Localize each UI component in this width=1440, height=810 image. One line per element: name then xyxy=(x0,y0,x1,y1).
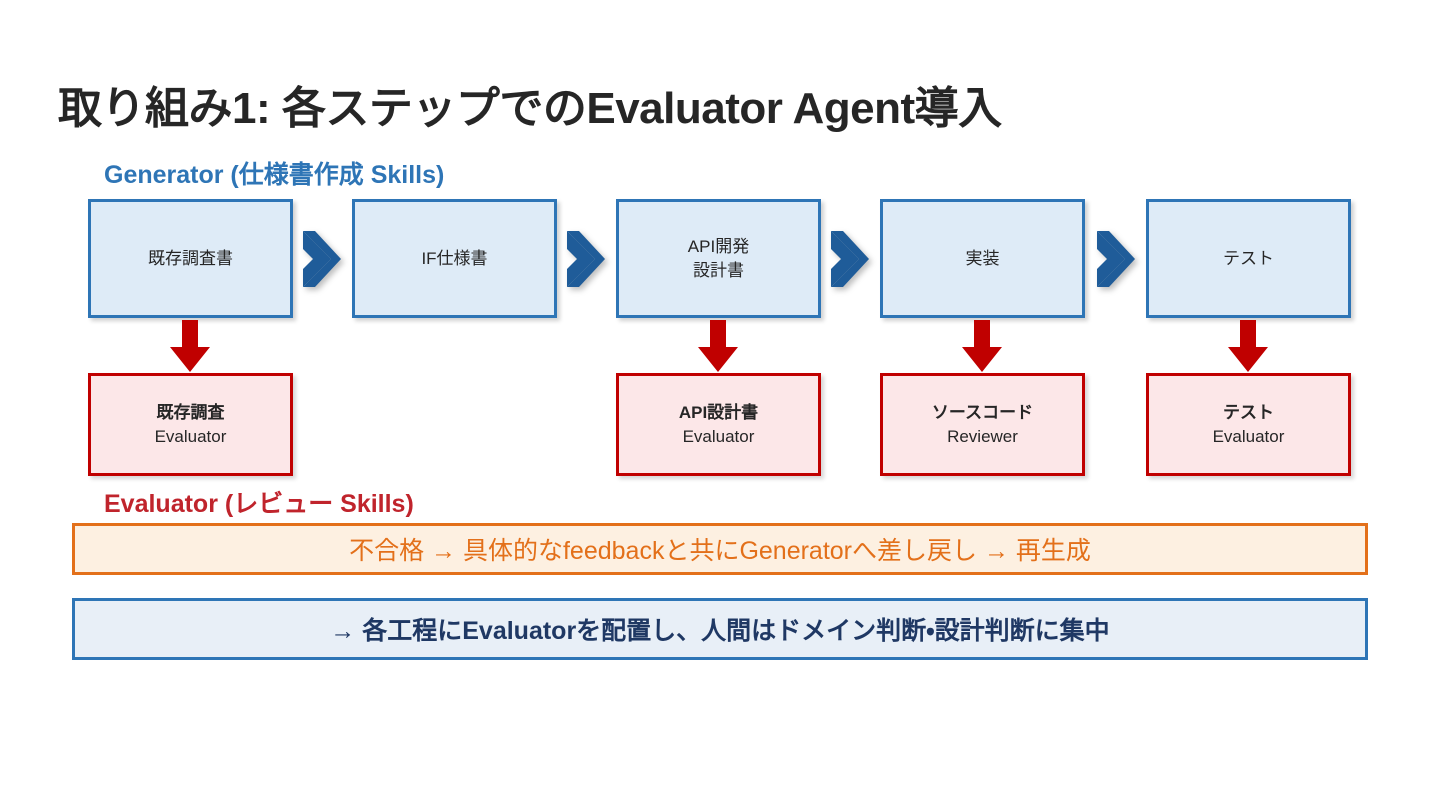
feedback-banner: 不合格 → 具体的なfeedbackと共にGeneratorへ差し戻し → 再生… xyxy=(72,523,1368,575)
step-box-1-label: 既存調査書 xyxy=(148,248,233,268)
step-box-3[interactable]: API開発 設計書 xyxy=(616,199,821,318)
evaluator-box-4-title: テスト xyxy=(1223,402,1274,422)
chevron-right-icon-1 xyxy=(301,231,341,287)
down-arrow-icon-4 xyxy=(1226,320,1270,372)
conclusion-banner-text: → 各工程にEvaluatorを配置し、人間はドメイン判断・設計判断に集中 xyxy=(330,617,1110,645)
evaluator-box-2[interactable]: API設計書 Evaluator xyxy=(616,373,821,476)
evaluator-box-1[interactable]: 既存調査 Evaluator xyxy=(88,373,293,476)
step-box-1[interactable]: 既存調査書 xyxy=(88,199,293,318)
step-box-4[interactable]: 実装 xyxy=(880,199,1085,318)
evaluator-box-3-role: Reviewer xyxy=(947,426,1018,446)
evaluator-box-3-title: ソースコード xyxy=(931,402,1034,422)
page-title: 取り組み1: 各ステップでのEvaluator Agent導入 xyxy=(58,84,1002,133)
evaluator-section-heading: Evaluator (レビュー Skills) xyxy=(104,490,414,518)
evaluator-box-3[interactable]: ソースコード Reviewer xyxy=(880,373,1085,476)
step-box-2[interactable]: IF仕様書 xyxy=(352,199,557,318)
step-box-3-label: API開発 設計書 xyxy=(687,237,750,280)
chevron-right-icon-3 xyxy=(829,231,869,287)
evaluator-box-2-role: Evaluator xyxy=(682,426,755,446)
down-arrow-icon-2 xyxy=(696,320,740,372)
evaluator-box-4[interactable]: テスト Evaluator xyxy=(1146,373,1351,476)
conclusion-banner: → 各工程にEvaluatorを配置し、人間はドメイン判断・設計判断に集中 xyxy=(72,598,1368,660)
evaluator-box-1-title: 既存調査 xyxy=(156,402,225,422)
step-box-5[interactable]: テスト xyxy=(1146,199,1351,318)
chevron-right-icon-4 xyxy=(1095,231,1135,287)
down-arrow-icon-3 xyxy=(960,320,1004,372)
chevron-right-icon-2 xyxy=(565,231,605,287)
step-box-2-label: IF仕様書 xyxy=(421,248,488,268)
down-arrow-icon-1 xyxy=(168,320,212,372)
generator-section-heading: Generator (仕様書作成 Skills) xyxy=(104,161,445,189)
evaluator-box-2-title: API設計書 xyxy=(678,402,759,422)
step-box-5-label: テスト xyxy=(1223,248,1274,268)
feedback-banner-text: 不合格 → 具体的なfeedbackと共にGeneratorへ差し戻し → 再生… xyxy=(349,537,1091,565)
evaluator-box-1-role: Evaluator xyxy=(154,426,227,446)
evaluator-box-4-role: Evaluator xyxy=(1212,426,1285,446)
step-box-4-label: 実装 xyxy=(965,248,1000,268)
